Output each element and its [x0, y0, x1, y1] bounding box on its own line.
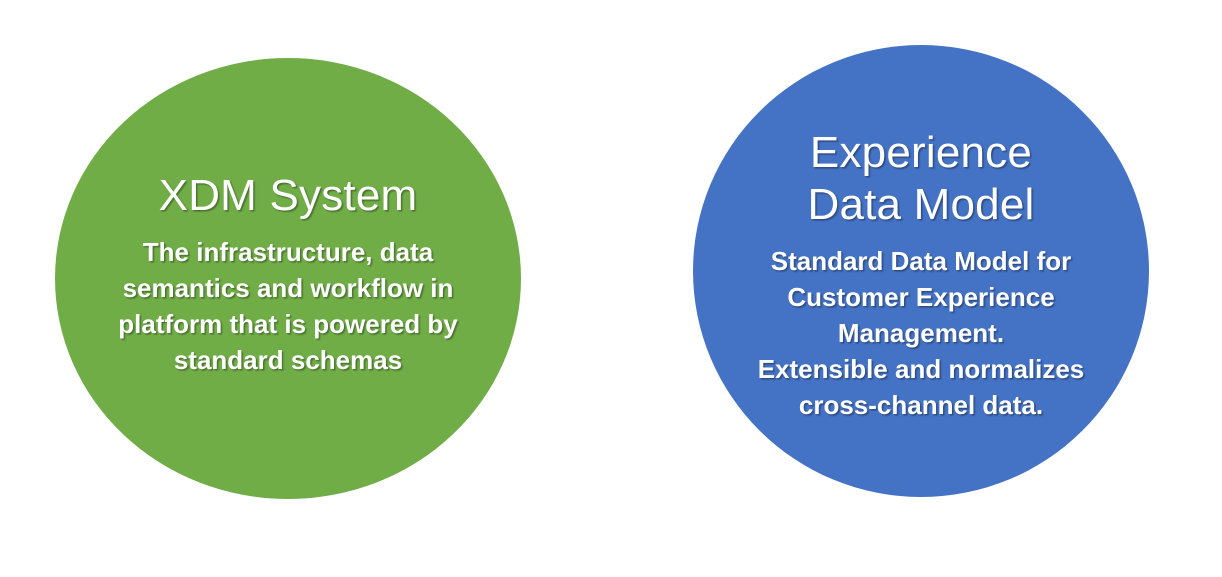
- circle-xdm-system-body: The infrastructure, data semantics and w…: [118, 237, 458, 375]
- circle-experience-data-model[interactable]: Experience Data Model Standard Data Mode…: [693, 45, 1149, 497]
- circle-experience-data-model-title: Experience Data Model: [807, 128, 1035, 229]
- circle-experience-data-model-body: Standard Data Model for Customer Experie…: [757, 246, 1085, 420]
- circle-xdm-system-title: XDM System: [158, 171, 418, 220]
- circle-xdm-system[interactable]: XDM System The infrastructure, data sema…: [55, 58, 521, 499]
